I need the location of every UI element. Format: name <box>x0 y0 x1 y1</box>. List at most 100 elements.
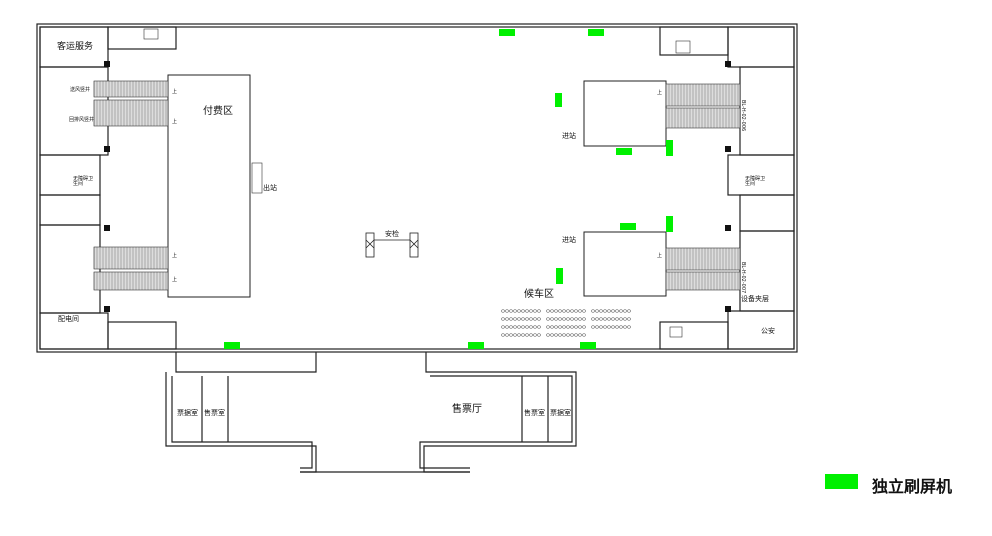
seat <box>554 317 558 321</box>
seat <box>615 309 619 313</box>
seat <box>537 333 541 337</box>
room-label-passenger-service: 客运服务 <box>57 42 94 52</box>
seat <box>529 309 533 313</box>
label-return-air-shaft: 回排风竖井 <box>69 117 95 123</box>
room-label-police: 公安 <box>761 327 775 335</box>
security-machines <box>365 232 419 258</box>
room-label-accessible-left: 无障碍卫生间 <box>73 176 94 187</box>
seat <box>525 325 529 329</box>
seat <box>595 309 599 313</box>
right-bottom-box <box>583 231 667 297</box>
seat <box>578 325 582 329</box>
seat <box>562 333 566 337</box>
seat <box>505 333 509 337</box>
seat <box>623 317 627 321</box>
seat <box>611 325 615 329</box>
seat <box>525 317 529 321</box>
area-label-ticket-hall: 售票厅 <box>452 404 482 415</box>
seat <box>599 317 603 321</box>
seat <box>558 317 562 321</box>
outer-walls <box>36 23 798 473</box>
screen-machines <box>224 29 673 349</box>
seat <box>619 317 623 321</box>
seat <box>529 325 533 329</box>
seat <box>533 333 537 337</box>
screen-machine-2 <box>588 29 604 36</box>
security-label: 安检 <box>385 230 399 238</box>
room-label-power: 配电间 <box>58 315 79 323</box>
up-mark-5: 上 <box>657 90 663 96</box>
seat <box>513 309 517 313</box>
seat <box>517 309 521 313</box>
seat <box>521 325 525 329</box>
seat <box>533 309 537 313</box>
seat <box>529 333 533 337</box>
enter-label-right-top: 进站 <box>562 132 576 140</box>
right-top-box <box>583 80 667 147</box>
screen-machine-7 <box>666 216 673 232</box>
seat <box>562 317 566 321</box>
seat <box>533 317 537 321</box>
seat <box>509 309 513 313</box>
legend-label: 独立刷屏机 <box>872 477 953 496</box>
seat <box>562 325 566 329</box>
seat <box>558 309 562 313</box>
up-mark-4: 上 <box>172 277 178 283</box>
seat <box>513 325 517 329</box>
seat <box>570 325 574 329</box>
room-label-ticket-office-right: 票据室 <box>550 409 571 417</box>
seat <box>517 333 521 337</box>
seat <box>505 317 509 321</box>
seat <box>566 325 570 329</box>
label-air-supply-shaft: 送风竖井 <box>70 87 91 93</box>
escalator-id-bottom: BL-H-02-007 <box>740 262 746 294</box>
seat <box>623 309 627 313</box>
seat <box>599 325 603 329</box>
columns <box>104 61 731 312</box>
seat <box>574 325 578 329</box>
exit-label-left: 出站 <box>263 184 277 192</box>
legend-swatch-icon <box>825 474 858 489</box>
seat <box>501 309 505 313</box>
seat <box>582 325 586 329</box>
seat <box>615 325 619 329</box>
seat <box>525 309 529 313</box>
screen-machine-5 <box>666 140 673 156</box>
seat <box>537 317 541 321</box>
seat <box>517 325 521 329</box>
seat <box>607 317 611 321</box>
seat <box>509 325 513 329</box>
seat <box>591 317 595 321</box>
seat <box>550 309 554 313</box>
seat <box>513 317 517 321</box>
seat <box>505 309 509 313</box>
seat <box>558 333 562 337</box>
screen-machine-8 <box>556 268 563 284</box>
stairs <box>143 28 691 338</box>
room-label-equipment: 设备夹层 <box>741 295 769 303</box>
seat <box>619 325 623 329</box>
seat <box>603 309 607 313</box>
seat <box>595 317 599 321</box>
seat <box>533 325 537 329</box>
seat <box>582 309 586 313</box>
seat <box>550 317 554 321</box>
seat <box>546 309 550 313</box>
seat <box>525 333 529 337</box>
screen-machine-6 <box>620 223 636 230</box>
seat <box>578 333 582 337</box>
area-label-paid: 付费区 <box>203 106 233 117</box>
seat <box>578 309 582 313</box>
seat <box>546 317 550 321</box>
seat <box>615 317 619 321</box>
up-mark-1: 上 <box>172 89 178 95</box>
seat <box>521 333 525 337</box>
seat <box>505 325 509 329</box>
seat <box>611 309 615 313</box>
seat <box>574 309 578 313</box>
seat <box>501 333 505 337</box>
paid-area-box <box>167 74 251 298</box>
seat <box>566 317 570 321</box>
seat <box>558 325 562 329</box>
seat <box>546 333 550 337</box>
